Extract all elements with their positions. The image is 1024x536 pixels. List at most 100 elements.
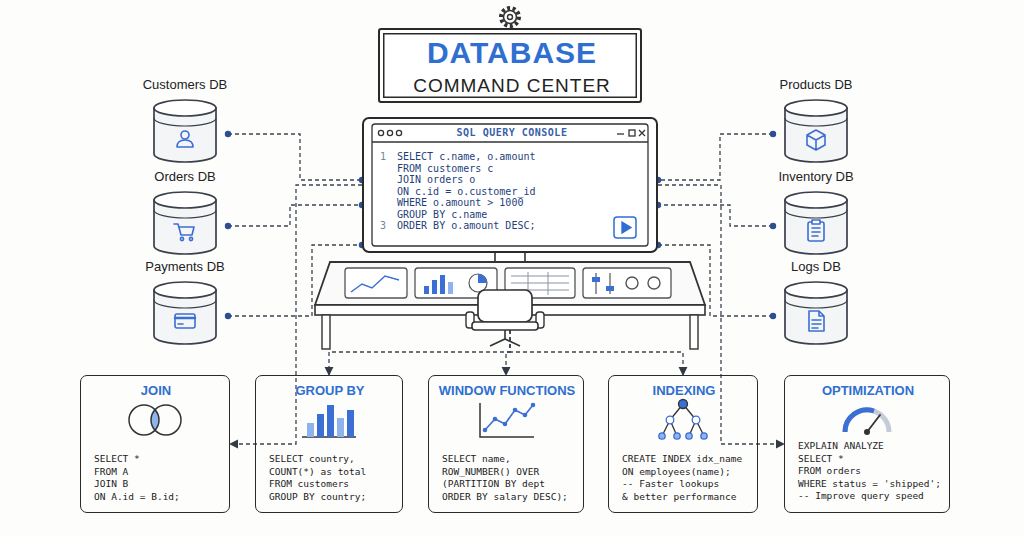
cylinder-body	[785, 108, 847, 162]
panel-bar	[448, 282, 453, 294]
body-text: ON c.id = o.customer_id	[397, 186, 535, 198]
cylinder-body	[154, 290, 216, 344]
gear-body	[504, 11, 517, 24]
document-lines	[812, 320, 821, 328]
chair	[466, 290, 544, 346]
chart-bar	[337, 418, 344, 437]
chart-line	[485, 405, 533, 430]
body-text: FROM A	[94, 467, 128, 478]
body-text: FROM orders	[798, 466, 861, 477]
cylinder-band	[154, 300, 216, 308]
body-text: SELECT *	[798, 454, 844, 465]
venn-overlap	[151, 405, 181, 435]
body-text: COUNT(*) as total	[269, 467, 366, 478]
panel	[345, 268, 407, 298]
chart-bar	[347, 410, 354, 437]
cylinder-body	[154, 108, 216, 162]
cylinder-band	[154, 118, 216, 126]
slider-knob	[606, 286, 614, 291]
cylinder-body	[154, 200, 216, 254]
card-stripe	[175, 317, 195, 319]
heading-text: Payments DB	[122, 260, 248, 275]
body-text: -- Faster lookups	[622, 479, 719, 490]
body-text: ORDER BY salary DESC);	[442, 492, 568, 503]
gauge-fill	[845, 410, 874, 432]
body-text: ROW_NUMBER() OVER	[442, 467, 539, 478]
cylinder-top	[785, 282, 847, 298]
box-body	[807, 130, 825, 150]
line-number: 1	[380, 151, 386, 163]
tree-node	[666, 416, 674, 424]
heading-text: Orders DB	[122, 170, 248, 185]
cylinder-body	[785, 200, 847, 254]
body-text: SELECT name,	[442, 454, 511, 465]
chart-point	[493, 417, 498, 422]
cylinder-top	[154, 282, 216, 298]
tree-leaf	[674, 433, 680, 439]
body-text: GROUP BY country;	[269, 492, 366, 503]
database-cylinder: Orders DB	[142, 170, 228, 254]
concept-card: JOINSELECT *FROM AJOIN BON A.id = B.id;	[80, 375, 230, 513]
document-icon	[809, 311, 824, 331]
chart-point	[483, 428, 488, 433]
body-text: SELECT c.name, o.amount	[397, 151, 535, 163]
connector-dot	[225, 313, 231, 319]
cylinder-top	[785, 100, 847, 116]
cylinder-top	[785, 192, 847, 208]
body-text: ORDER BY o.amount DESC;	[397, 220, 535, 232]
panel-bar	[432, 280, 437, 294]
heading-text: DATABASE	[380, 36, 644, 71]
gauge-icon	[845, 410, 889, 435]
cylinder-band	[785, 300, 847, 308]
box-icon	[807, 130, 825, 150]
body-text: JOIN B	[94, 479, 128, 490]
user-body	[177, 140, 193, 147]
concept-card: WINDOW FUNCTIONSSELECT name,ROW_NUMBER()…	[428, 375, 584, 513]
body-text: JOIN orders o	[397, 174, 475, 186]
bar-chart-icon	[302, 405, 356, 437]
chart-point	[513, 408, 518, 413]
concept-card: OPTIMIZATIONEXPLAIN ANALYZESELECT *FROM …	[784, 375, 950, 513]
query-console: SQL QUERY CONSOLE SELECT c.name, o.amount…	[362, 117, 658, 253]
gear-teeth	[501, 8, 519, 26]
body-text: & better performance	[622, 492, 736, 503]
panel	[583, 268, 671, 298]
cart-body	[174, 224, 194, 235]
dashed-connector	[228, 134, 362, 180]
document-body	[809, 311, 824, 331]
database-cylinder: Inventory DB	[773, 170, 859, 254]
user-icon	[177, 131, 193, 147]
slider-knob	[592, 277, 600, 282]
body-text: ON A.id = B.id;	[94, 492, 180, 503]
gear-hub	[508, 15, 513, 20]
database-cylinder: Logs DB	[773, 260, 859, 344]
chart-point	[531, 403, 536, 408]
heading-text: Products DB	[753, 78, 879, 93]
chart-axes	[480, 403, 534, 437]
body-text: (PARTITION BY dept	[442, 479, 545, 490]
body-text: ON employees(name);	[622, 467, 731, 478]
gauge-track	[845, 410, 889, 432]
card-icon	[175, 314, 195, 328]
dashed-connector	[658, 205, 773, 226]
panel-line-chart	[351, 276, 399, 292]
gear-icon	[501, 8, 519, 26]
body-text: FROM customers	[269, 479, 349, 490]
database-cylinder: Payments DB	[142, 260, 228, 344]
gauge-hub	[864, 429, 870, 435]
tree-root	[679, 400, 688, 409]
heading-text: SQL QUERY CONSOLE	[364, 127, 660, 139]
user-head	[181, 131, 189, 139]
clipboard-icon	[808, 220, 824, 241]
body-text: -- Improve query speed	[798, 491, 924, 502]
venn-icon	[129, 405, 181, 435]
chart-bar	[307, 423, 314, 437]
body-text: COMMAND CENTER	[380, 75, 644, 97]
concept-card: GROUP BYSELECT country,COUNT(*) as total…	[255, 375, 403, 513]
database-cylinder: Customers DB	[142, 78, 228, 162]
chair-back	[478, 290, 532, 322]
tree-icon	[659, 400, 707, 440]
cart-wheel	[189, 237, 192, 240]
heading-text: Inventory DB	[753, 170, 879, 185]
